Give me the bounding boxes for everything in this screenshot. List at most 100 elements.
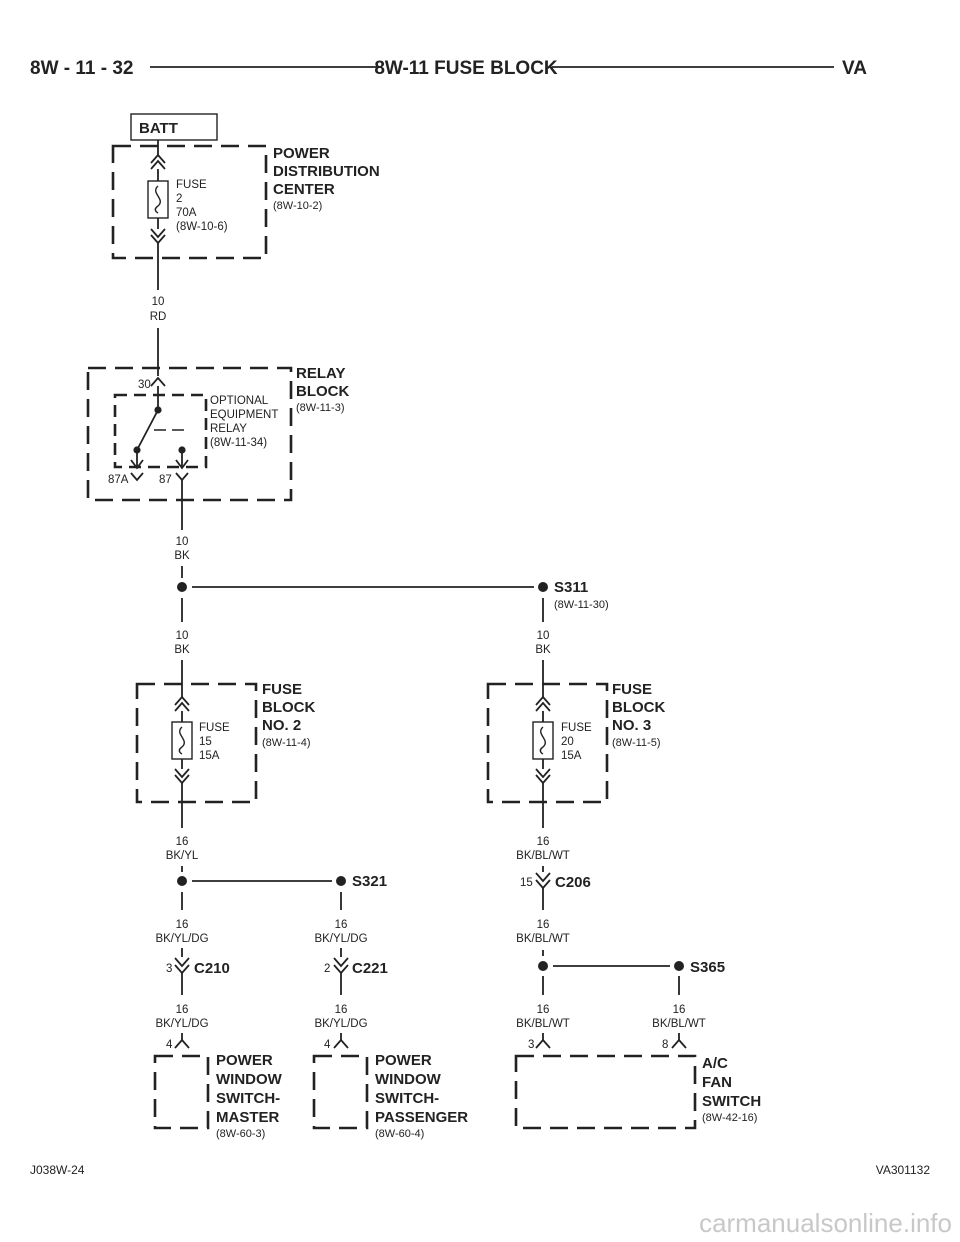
svg-text:BK/BL/WT: BK/BL/WT — [516, 1018, 570, 1030]
splice-s321-right — [336, 876, 346, 886]
svg-text:16: 16 — [335, 919, 348, 931]
svg-text:FUSE: FUSE — [199, 722, 230, 734]
svg-text:16: 16 — [176, 1004, 189, 1016]
svg-text:(8W-11-34): (8W-11-34) — [210, 437, 267, 449]
svg-text:16: 16 — [176, 836, 189, 848]
svg-text:NO. 2: NO. 2 — [262, 717, 301, 734]
svg-text:16: 16 — [673, 1004, 686, 1016]
svg-text:2: 2 — [324, 963, 330, 975]
svg-text:(8W-42-16): (8W-42-16) — [702, 1112, 757, 1124]
svg-text:16: 16 — [537, 836, 550, 848]
svg-text:BK: BK — [174, 550, 190, 562]
svg-text:10: 10 — [537, 630, 550, 642]
splice-s365-right — [674, 961, 684, 971]
svg-text:FUSE: FUSE — [176, 179, 207, 191]
svg-text:BLOCK: BLOCK — [612, 699, 665, 716]
svg-text:(8W-60-3): (8W-60-3) — [216, 1128, 265, 1140]
splice-s365-left — [538, 961, 548, 971]
pws-passenger-box — [312, 1054, 369, 1130]
svg-text:20: 20 — [561, 736, 574, 748]
svg-text:DISTRIBUTION: DISTRIBUTION — [273, 163, 380, 180]
svg-text:70A: 70A — [176, 207, 197, 219]
svg-text:87: 87 — [159, 474, 172, 486]
relay-switch-arm — [136, 409, 159, 451]
svg-text:4: 4 — [324, 1039, 331, 1051]
fuse-block-3-box — [486, 682, 609, 804]
svg-text:10: 10 — [152, 296, 165, 308]
ac-fan-switch-box — [514, 1054, 697, 1130]
pws-master-box — [153, 1054, 210, 1130]
pws-master-connector — [174, 1038, 190, 1049]
svg-text:16: 16 — [537, 1004, 550, 1016]
svg-text:RELAY: RELAY — [210, 423, 247, 435]
page-title: 8W-11 FUSE BLOCK — [374, 58, 558, 79]
svg-text:BLOCK: BLOCK — [262, 699, 315, 716]
svg-text:(8W-11-30): (8W-11-30) — [554, 599, 609, 611]
svg-text:2: 2 — [176, 193, 182, 205]
model-code: VA — [842, 58, 867, 79]
svg-text:BK/YL/DG: BK/YL/DG — [314, 1018, 367, 1030]
svg-text:PASSENGER: PASSENGER — [375, 1109, 468, 1126]
pdc-fuse-connector-top — [150, 153, 166, 170]
svg-text:RD: RD — [150, 311, 167, 323]
connector-c210-label: C210 — [194, 960, 230, 977]
connector-c221-label: C221 — [352, 960, 388, 977]
svg-text:(8W-11-5): (8W-11-5) — [612, 737, 661, 749]
batt-label: BATT — [139, 120, 178, 137]
relay-connector-87 — [175, 472, 189, 482]
ac-fan-connector-8 — [671, 1038, 687, 1049]
svg-text:MASTER: MASTER — [216, 1109, 280, 1126]
figure-id: J038W-24 — [30, 1163, 85, 1177]
page-number: 8W - 11 - 32 — [30, 58, 134, 79]
relay-connector-30 — [150, 376, 166, 387]
svg-text:(8W-11-3): (8W-11-3) — [296, 402, 345, 414]
splice-s311-left — [177, 582, 187, 592]
fuse-block-2-box — [135, 682, 258, 804]
svg-text:WINDOW: WINDOW — [375, 1071, 442, 1088]
pws-passenger-title: POWER — [375, 1052, 432, 1069]
svg-text:87A: 87A — [108, 474, 129, 486]
svg-text:10: 10 — [176, 536, 189, 548]
svg-text:15: 15 — [199, 736, 212, 748]
batt-box — [130, 113, 218, 141]
svg-text:10: 10 — [176, 630, 189, 642]
fuse-block-3-title: FUSE — [612, 681, 652, 698]
svg-text:8: 8 — [662, 1039, 668, 1051]
relay-connector-87a — [130, 472, 144, 482]
svg-text:(8W-60-4): (8W-60-4) — [375, 1128, 424, 1140]
relay-box — [113, 393, 208, 469]
pdc-ref: (8W-10-2) — [273, 200, 322, 212]
svg-text:BK/YL: BK/YL — [166, 850, 199, 862]
ac-fan-connector-3 — [535, 1038, 551, 1049]
connector-c210 — [174, 957, 190, 975]
svg-text:BK/BL/WT: BK/BL/WT — [652, 1018, 706, 1030]
ac-fan-switch-title: A/C — [702, 1055, 728, 1072]
document-id: VA301132 — [876, 1163, 931, 1177]
svg-text:EQUIPMENT: EQUIPMENT — [210, 409, 278, 421]
svg-text:3: 3 — [166, 963, 172, 975]
fuse-block-2-title: FUSE — [262, 681, 302, 698]
splice-s311-label: S311 — [554, 579, 588, 596]
svg-text:4: 4 — [166, 1039, 173, 1051]
connector-c221 — [333, 957, 349, 975]
watermark: carmanualsonline.info — [699, 1208, 952, 1238]
svg-text:(8W-10-6): (8W-10-6) — [176, 221, 228, 233]
svg-text:FUSE: FUSE — [561, 722, 592, 734]
relay-block-box — [86, 366, 293, 502]
svg-text:OPTIONAL: OPTIONAL — [210, 395, 269, 407]
pws-master-title: POWER — [216, 1052, 273, 1069]
svg-text:BK/YL/DG: BK/YL/DG — [155, 933, 208, 945]
svg-text:FAN: FAN — [702, 1074, 732, 1091]
svg-text:BK/BL/WT: BK/BL/WT — [516, 933, 570, 945]
svg-text:16: 16 — [335, 1004, 348, 1016]
relay-block-title: RELAY — [296, 365, 345, 382]
connector-c206-label: C206 — [555, 874, 591, 891]
pdc-fuse-connector-bottom — [150, 228, 166, 245]
svg-text:16: 16 — [537, 919, 550, 931]
svg-text:15A: 15A — [561, 750, 582, 762]
svg-text:16: 16 — [176, 919, 189, 931]
connector-c206 — [535, 872, 551, 890]
svg-text:(8W-11-4): (8W-11-4) — [262, 737, 311, 749]
splice-s365-label: S365 — [690, 959, 725, 976]
